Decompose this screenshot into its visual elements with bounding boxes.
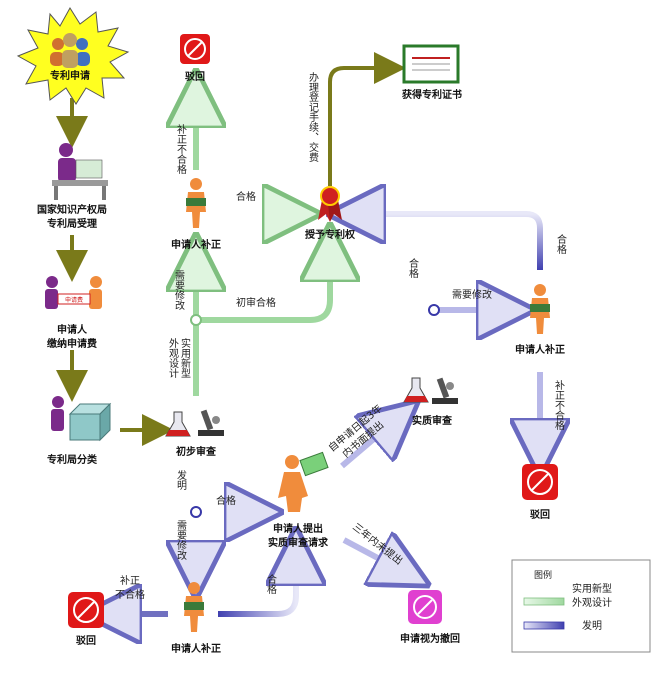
legend-title: 图例: [534, 569, 552, 581]
node-reject-top-label: 驳回: [185, 70, 205, 83]
label-not-ok-bottom-2: 不合格: [115, 588, 145, 601]
legend-green-label-2: 外观设计: [572, 596, 612, 609]
label-utility: 实用新型: [179, 337, 191, 378]
node-supp-top-label: 申请人补正: [171, 238, 221, 251]
node-submit-request-label-1: 申请人提出: [273, 522, 323, 535]
label-ok-bottom: 合格: [265, 573, 277, 595]
edge-green: [191, 98, 330, 396]
node-prelim-label: 初步审查: [176, 445, 217, 458]
node-grant-label: 授予专利权: [305, 228, 356, 241]
reject-stamp-icon: [68, 592, 104, 628]
node-accept-label-1: 国家知识产权局: [37, 203, 107, 216]
label-design: 外观设计: [167, 338, 179, 379]
label-need-mod-right: 需要修改: [452, 288, 492, 301]
node-classify: 专利局分类: [47, 396, 112, 466]
node-certificate: 获得专利证书: [401, 44, 462, 101]
label-ok-right: 合格: [555, 233, 567, 255]
node-apply: 专利申请: [16, 7, 130, 105]
node-reject-top: 驳回: [180, 34, 210, 83]
reject-stamp-icon: [180, 34, 210, 64]
legend-blue-label: 发明: [582, 619, 602, 632]
reject-stamp-icon: [522, 464, 558, 500]
label-invention: 发明: [175, 469, 187, 491]
label-need-mod-top: 需要修改: [173, 270, 185, 311]
award-ribbon-icon: [318, 186, 342, 222]
node-accept-label-2: 专利局受理: [47, 217, 97, 230]
node-withdrawn: 申请视为撤回: [400, 590, 460, 645]
label-not-ok-top: 补正不合格: [175, 123, 187, 175]
payment-handover-icon: 申请费: [45, 276, 102, 309]
label-not-ok-bottom-1: 补正: [120, 574, 140, 587]
node-fee-label-2: 缴纳申请费: [47, 337, 97, 350]
applicant-person-icon: [186, 178, 206, 228]
legend-swatch-blue: [523, 621, 565, 630]
node-grant: 授予专利权: [305, 186, 356, 241]
node-reject-right: 驳回: [522, 464, 558, 521]
label-ok-invention: 合格: [216, 494, 236, 507]
node-reject-bottom: 驳回: [68, 592, 104, 647]
node-supp-right: 申请人补正: [515, 284, 565, 356]
sorting-boxes-icon: [51, 396, 112, 442]
edge-labels: 补正不合格 合格 需要修改 外观设计 实用新型 初审合格 办理登记手续、交费 发…: [115, 71, 567, 601]
node-supp-top: 申请人补正: [171, 178, 221, 251]
node-reject-right-label: 驳回: [530, 508, 550, 521]
label-need-mod-bottom: 需要修改: [175, 520, 187, 561]
label-ok-top: 合格: [236, 190, 256, 203]
clerk-desk-icon: [52, 143, 108, 200]
legend: 图例 实用新型 外观设计 发明: [511, 559, 651, 653]
node-fee: 申请费 申请人 缴纳申请费: [45, 276, 102, 350]
node-substantive: 实质审查: [403, 377, 458, 427]
node-reject-bottom-label: 驳回: [76, 634, 96, 647]
node-withdrawn-label: 申请视为撤回: [400, 632, 460, 645]
node-fee-label-1: 申请人: [57, 323, 88, 336]
node-accept: 国家知识产权局 专利局受理: [37, 143, 108, 230]
label-register: 办理登记手续、交费: [307, 71, 319, 163]
node-submit-request: 申请人提出 实质审查请求: [268, 451, 329, 549]
label-not-ok-right: 补正不合格: [553, 379, 565, 431]
label-prelim-ok: 初审合格: [236, 296, 276, 309]
lab-flask-microscope-icon: [165, 409, 224, 437]
node-certificate-label: 获得专利证书: [401, 88, 462, 101]
legend-swatch-green: [523, 597, 565, 606]
node-prelim: 初步审查: [165, 409, 224, 458]
applicant-person-icon: [184, 582, 204, 632]
fee-sign-text: 申请费: [65, 296, 83, 304]
certificate-icon: [402, 44, 460, 84]
node-supp-bottom: 申请人补正: [171, 582, 221, 655]
node-submit-request-label-2: 实质审查请求: [268, 536, 329, 549]
label-ok-subst: 合格: [407, 257, 419, 279]
node-substantive-label: 实质审查: [412, 414, 453, 427]
node-classify-label: 专利局分类: [47, 453, 97, 466]
edge-blue: [112, 214, 540, 614]
applicant-person-icon: [530, 284, 550, 334]
node-supp-bottom-label: 申请人补正: [171, 642, 221, 655]
withdraw-stamp-icon: [408, 590, 442, 624]
lab-flask-microscope-icon: [403, 377, 458, 404]
node-apply-label: 专利申请: [50, 69, 90, 82]
person-with-document-icon: [278, 451, 329, 512]
node-supp-right-label: 申请人补正: [515, 343, 565, 356]
edge-main-flow: [56, 52, 406, 446]
legend-green-label-1: 实用新型: [572, 582, 612, 595]
